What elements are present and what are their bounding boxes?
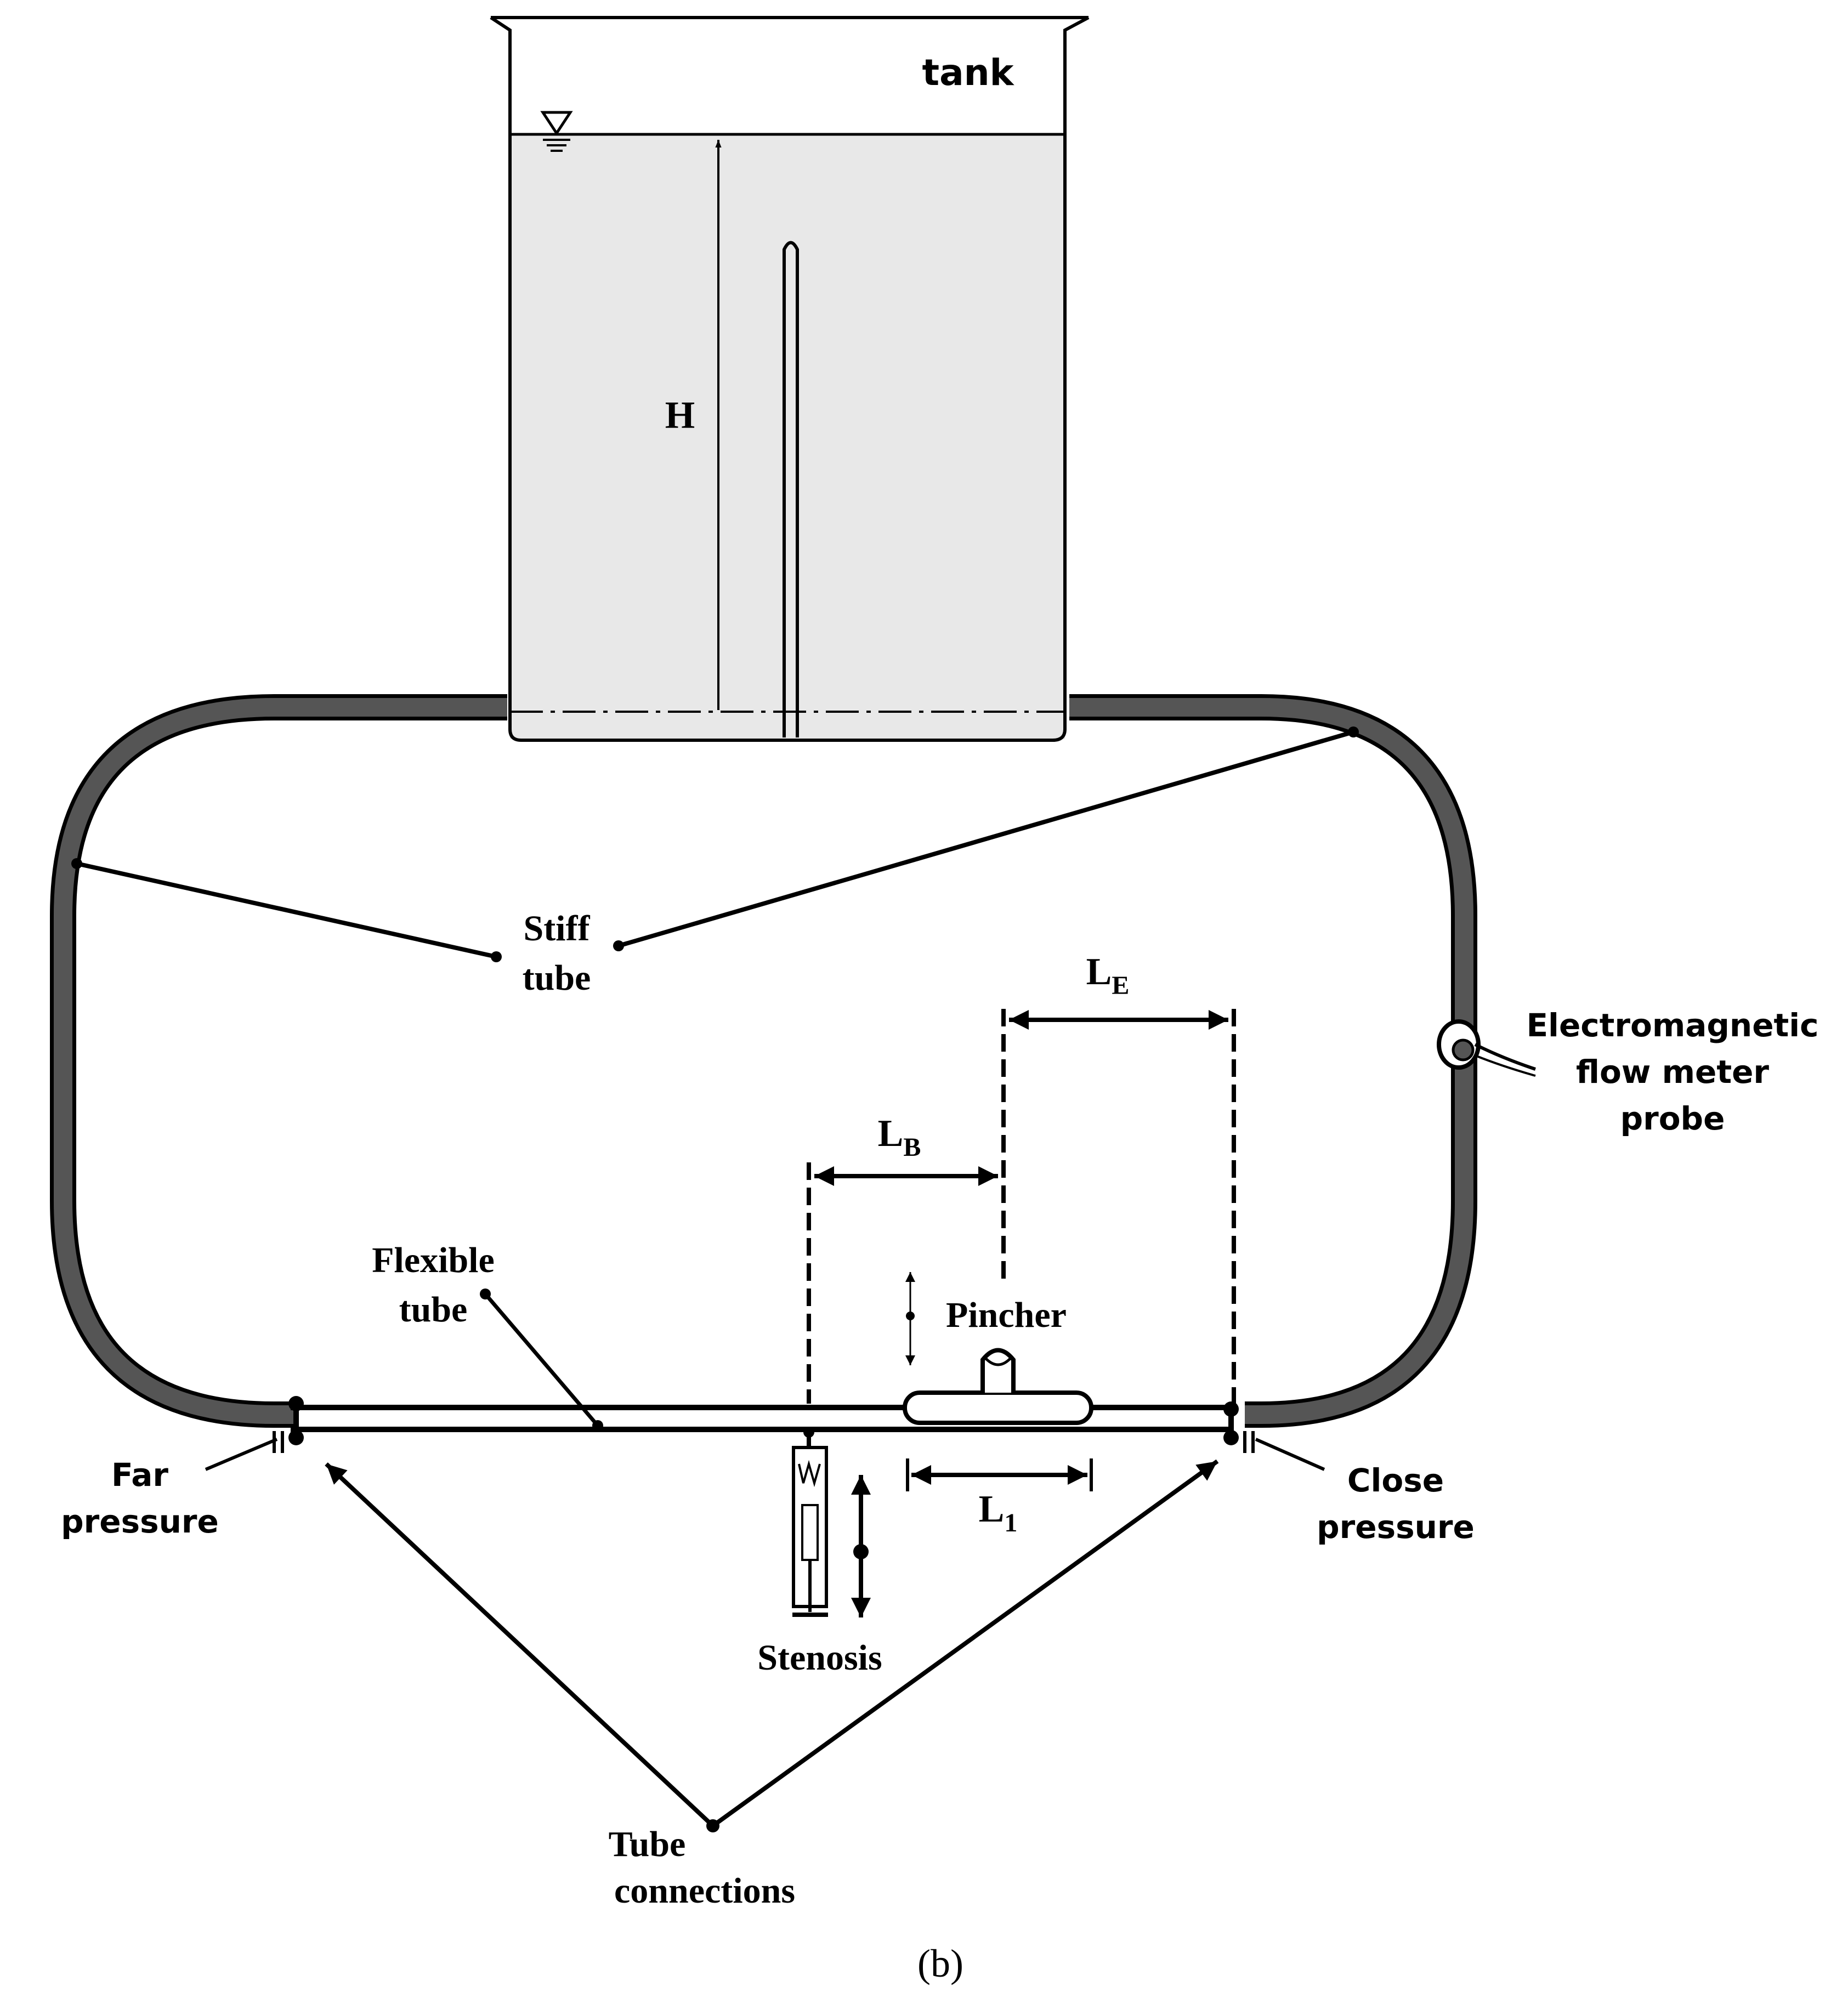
tube-connections-label-line2: connections [614,1871,795,1911]
l1-label: L1 [979,1488,1018,1537]
close-pressure-label-line2: pressure [1317,1508,1475,1546]
flow-meter-label-line2: flow meter [1576,1053,1769,1091]
far-pressure-label-line1: Far [111,1456,168,1494]
tank-wall [490,16,1090,742]
flexible-tube-label-line2: tube [399,1290,468,1330]
height-label: H [665,394,695,436]
tank: tank H [490,16,1090,742]
stiff-tube-loop [50,694,1477,1428]
leader-lines [71,726,1359,1832]
pincher-label: Pincher [946,1295,1067,1335]
tank-water [510,134,1065,739]
far-pressure-label-line2: pressure [61,1503,219,1540]
tube-connection-left [273,1396,304,1453]
tube-connections-label-line1: Tube [609,1824,686,1864]
lb-label: LB [878,1112,921,1162]
close-pressure-label-line1: Close [1347,1462,1444,1499]
stiff-tube-label-line1: Stiff [524,909,591,949]
tube-connection-right [1223,1401,1255,1453]
dimension-lines: LE LB L1 [807,951,1236,1537]
stiff-tube-label-line2: tube [523,958,591,998]
flow-meter-label-line3: probe [1620,1100,1725,1137]
flexible-tube-label-line1: Flexible [372,1240,495,1280]
figure-caption: (b) [917,1942,963,1985]
pincher: Pincher [903,1272,1093,1425]
stenosis-label: Stenosis [757,1638,882,1678]
inner-overflow-tube [783,241,799,737]
le-label: LE [1086,951,1130,1000]
water-level-symbol [540,111,573,152]
tank-label: tank [922,52,1015,94]
flow-meter-label-line1: Electromagnetic [1526,1007,1818,1044]
stenosis: Stenosis [757,1427,882,1678]
flow-meter-probe [1437,1019,1536,1077]
